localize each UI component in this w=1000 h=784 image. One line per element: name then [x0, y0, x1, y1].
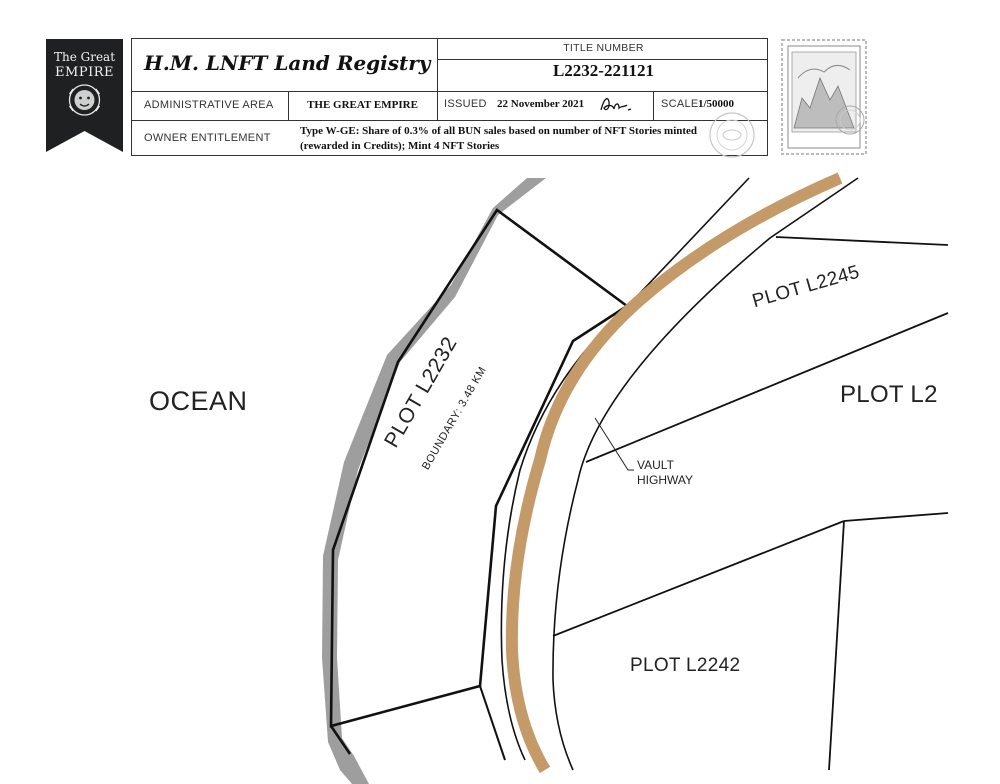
title-number: L2232-221121 — [552, 61, 655, 80]
round-seal-icon — [709, 112, 755, 158]
great-empire-banner-logo: The Great EMPIRE — [46, 39, 123, 152]
highway-edge-outer — [624, 177, 750, 310]
vault-highway-road — [505, 172, 843, 774]
plot-partial-label: PLOT L2 — [840, 381, 938, 408]
plot-l2232-boundary — [329, 208, 630, 728]
highway-leader-line — [594, 417, 634, 471]
registry-title: H.M. LNFT Land Registry — [144, 51, 431, 75]
scale-label: SCALE — [661, 98, 699, 110]
issued-label: ISSUED — [444, 98, 487, 110]
registry-header-table: H.M. LNFT Land Registry TITLE NUMBER L22… — [131, 38, 768, 156]
owner-entitlement-line1: Type W-GE: Share of 0.3% of all BUN sale… — [300, 125, 698, 137]
highway-left-edge — [500, 308, 626, 761]
vault-highway-label: VAULT HIGHWAY — [637, 458, 693, 488]
admin-area-value: THE GREAT EMPIRE — [307, 99, 418, 111]
owner-entitlement-label: OWNER ENTITLEMENT — [144, 132, 271, 144]
lion-crest-icon — [68, 84, 101, 116]
banner-bottom-text: EMPIRE — [55, 65, 114, 80]
plot-l2242-label: PLOT L2242 — [630, 655, 741, 676]
signature-icon — [600, 98, 632, 111]
postage-stamp-icon — [780, 38, 868, 156]
vault-highway-label-line1: VAULT — [637, 458, 674, 472]
highway-right-edge — [552, 177, 859, 771]
admin-area-label: ADMINISTRATIVE AREA — [144, 99, 274, 111]
vault-highway-label-line2: HIGHWAY — [637, 473, 693, 487]
banner-top-text: The Great — [54, 50, 115, 64]
ocean-label: OCEAN — [149, 386, 248, 416]
scale-value: 1/50000 — [698, 98, 735, 110]
issued-date: 22 November 2021 — [497, 98, 585, 110]
title-number-label: TITLE NUMBER — [563, 42, 644, 54]
owner-entitlement-line2: (rewarded in Credits); Mint 4 NFT Storie… — [300, 140, 500, 152]
